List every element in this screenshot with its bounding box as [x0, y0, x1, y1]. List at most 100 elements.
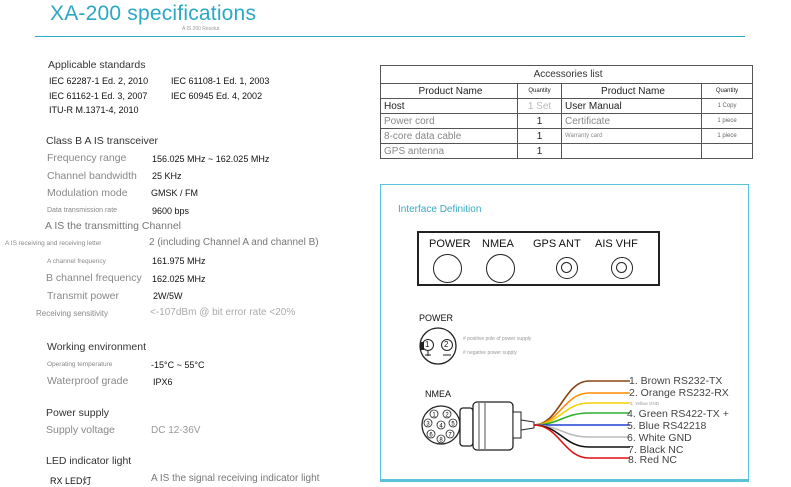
table-row: GPS antenna 1	[380, 143, 754, 159]
standard-item: IEC 60945 Ed. 4, 2002	[171, 91, 263, 101]
spec-label: RX LED灯	[50, 476, 92, 486]
port-label-ais-vhf: AIS VHF	[595, 238, 638, 250]
table-cell: 1 Copy	[700, 98, 754, 114]
accessories-table: Accessories list Product Name Quantity P…	[379, 65, 754, 159]
power-connector-label: POWER	[419, 313, 454, 323]
page-title: XA-200 specifications	[50, 2, 257, 25]
nmea-pin-number: 5	[451, 422, 455, 428]
nmea-wire	[533, 424, 630, 438]
transceiver-heading: Class B A IS transceiver	[46, 135, 159, 147]
spec-value: 161.975 MHz	[152, 256, 206, 266]
standard-item: ITU-R M.1371-4, 2010	[49, 105, 139, 115]
interface-title: Interface Definition	[398, 204, 482, 215]
table-cell: 1 Set	[517, 98, 562, 114]
table-cell	[700, 143, 754, 159]
spec-value: 156.025 MHz ~ 162.025 MHz	[152, 154, 270, 164]
nmea-pin-number: 3	[426, 422, 430, 428]
table-cell: 1 piece	[700, 128, 754, 144]
wire-label: 2. Orange RS232-RX	[629, 387, 729, 399]
table-cell: User Manual	[561, 98, 702, 114]
table-row: Host 1 Set User Manual 1 Copy	[380, 98, 754, 114]
port-label-nmea: NMEA	[482, 238, 514, 250]
standard-item: IEC 62287-1 Ed. 2, 2010	[49, 76, 149, 86]
nmea-pin-number: 8	[439, 438, 443, 444]
column-header: Product Name	[380, 83, 518, 99]
nmea-pin-number: 1	[432, 413, 436, 419]
column-header: Quantity	[517, 83, 562, 99]
table-row: Power cord 1 Certificate 1 piece	[380, 113, 754, 129]
standard-item: IEC 61108-1 Ed. 1, 2003	[171, 76, 270, 86]
spec-label: Frequency range	[47, 152, 127, 164]
title-rule	[35, 36, 745, 37]
table-cell: 1	[517, 128, 562, 144]
interface-bottom-rule	[380, 480, 749, 482]
spec-label: Channel bandwidth	[47, 170, 137, 182]
table-cell: 1	[517, 113, 562, 129]
wire-label: 7. Black NC	[628, 444, 684, 456]
spec-value: 9600 bps	[152, 206, 190, 216]
wire-label: 5. Blue RS42218	[627, 420, 707, 432]
spec-label: Waterproof grade	[47, 375, 129, 387]
nmea-pin-number: 7	[448, 433, 452, 439]
standards-heading: Applicable standards	[48, 59, 146, 71]
standard-item: IEC 61162-1 Ed. 3, 2007	[49, 91, 148, 101]
spec-label: A channel frequency	[47, 258, 106, 265]
nmea-port-icon	[486, 254, 515, 283]
spec-label: Modulation mode	[47, 187, 128, 199]
receiving-label: A IS receiving and receiving letter	[5, 240, 102, 247]
spec-label: Operating temperature	[47, 361, 113, 368]
table-cell: 1	[517, 143, 562, 159]
table-header-row: Product Name Quantity Product Name Quant…	[380, 83, 754, 99]
spec-label: Supply voltage	[46, 424, 115, 436]
spec-value: DC 12-36V	[151, 425, 201, 436]
power-note: # positive pole of power supply	[463, 336, 532, 342]
faint-subtitle: A IS 200 Resolut	[182, 26, 220, 32]
nmea-pin-number: 2	[445, 413, 449, 419]
power-connector-icon	[419, 327, 457, 365]
environment-heading: Working environment	[47, 341, 147, 353]
wire-label: 1. Brown RS232-TX	[629, 375, 723, 387]
table-cell: Certificate	[561, 113, 702, 129]
sensitivity-value: <-107dBm @ bit error rate <20%	[150, 307, 296, 318]
spec-value: 162.025 MHz	[152, 274, 206, 284]
wire-label: 4. Green RS422-TX +	[627, 408, 729, 420]
led-heading: LED indicator light	[46, 455, 132, 467]
power-pin-2: 2	[444, 340, 449, 349]
spec-value: 25 KHz	[152, 171, 182, 181]
spec-label: Transmit power	[47, 290, 119, 302]
spec-label: Data transmission rate	[47, 207, 118, 214]
gps-ant-connector-icon	[556, 257, 578, 279]
spec-value: 2W/5W	[153, 291, 183, 301]
wire-label: 8. Red NC	[628, 454, 678, 466]
nmea-wire	[533, 424, 630, 459]
table-cell	[561, 143, 702, 159]
nmea-cable-diagram: 1 2 3 4 5 6 78	[421, 380, 630, 459]
nmea-connector-label: NMEA	[425, 389, 452, 399]
ais-vhf-connector-icon	[611, 257, 633, 279]
port-panel	[417, 231, 660, 286]
table-row: 8-core data cable 1 Warranty card 1 piec…	[380, 128, 754, 144]
spec-value: A IS the signal receiving indicator ligh…	[151, 473, 320, 484]
table-cell: Power cord	[380, 113, 518, 129]
column-header: Quantity	[700, 83, 754, 99]
port-label-power: POWER	[429, 238, 471, 250]
table-cell: Host	[380, 98, 518, 114]
nmea-pin-number: 4	[439, 424, 443, 430]
power-pin-1: 1	[425, 340, 430, 349]
power-heading: Power supply	[46, 407, 110, 419]
port-label-gps-ant: GPS ANT	[533, 238, 581, 250]
yellow-wire-note: 3. Yellow GND	[630, 401, 660, 406]
power-note: # negative power supply	[463, 350, 517, 356]
table-cell: 1 piece	[700, 113, 754, 129]
receiving-value: 2 (including Channel A and channel B)	[149, 237, 319, 248]
table-cell: 8-core data cable	[380, 128, 518, 144]
column-header: Product Name	[561, 83, 702, 99]
nmea-pin-number: 6	[429, 433, 433, 439]
interface-definition-box	[380, 184, 749, 480]
spec-value: GMSK / FM	[151, 188, 198, 198]
table-cell: GPS antenna	[380, 143, 518, 159]
sensitivity-label: Receiving sensitivity	[36, 309, 109, 318]
accessories-caption: Accessories list	[379, 65, 754, 84]
table-cell: Warranty card	[561, 128, 702, 144]
wire-label: 6. White GND	[627, 432, 692, 444]
